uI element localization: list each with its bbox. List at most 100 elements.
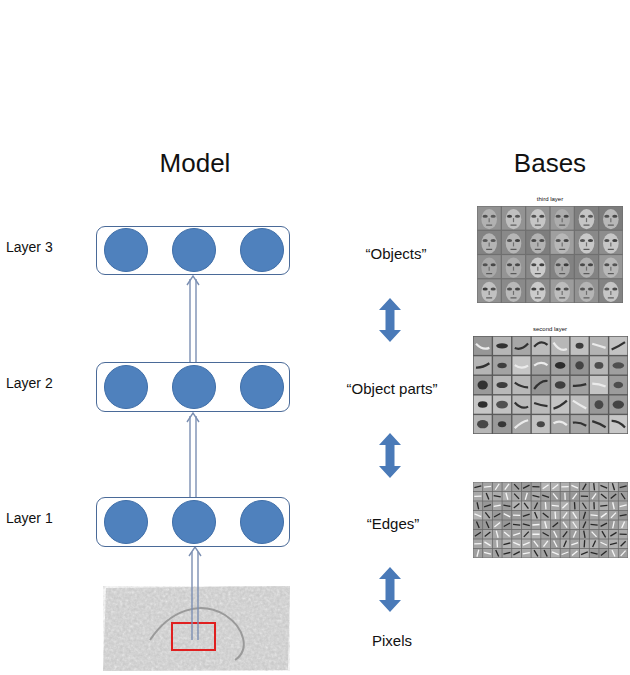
edge-tile [619,549,628,558]
face-tile [502,231,525,254]
face-tile [526,231,549,254]
part-tile [493,415,511,433]
part-tile [474,356,492,374]
level-label: “Object parts” [322,379,462,398]
edge-tile [609,539,618,548]
part-tile [590,337,608,355]
edge-tile [502,511,511,520]
edge-tile [512,539,521,548]
edge-tile [512,520,521,529]
face-tile [526,255,549,278]
part-tile [551,337,569,355]
part-tile [609,415,627,433]
edge-tile [580,549,589,558]
layer-label: Layer 2 [6,375,53,391]
edge-tile [590,539,599,548]
part-tile [474,415,492,433]
edge-tile [599,501,608,510]
edge-tile [532,492,541,501]
edge-tile [541,520,550,529]
edge-tile [609,511,618,520]
layer-label: Layer 1 [6,510,53,526]
edge-tile [541,501,550,510]
edge-tile [609,549,618,558]
edge-tile [522,482,531,491]
part-tile [551,415,569,433]
part-tile [512,337,530,355]
unit-circle [104,500,148,544]
edge-tile [580,511,589,520]
first-layer-bases [473,482,628,558]
edge-tile [502,539,511,548]
edge-tile [512,501,521,510]
unit-circle [172,500,216,544]
face-tile [502,207,525,230]
edge-tile [493,482,502,491]
edge-tile [590,520,599,529]
part-tile [493,396,511,414]
edge-tile [609,530,618,539]
edge-tile [551,539,560,548]
face-tile [551,231,574,254]
edge-tile [619,530,628,539]
feedforward-arrow [187,276,199,362]
column-heading: Bases [470,148,630,178]
part-tile [532,337,550,355]
double-arrow [379,298,401,342]
edge-tile [561,520,570,529]
input-arrow [189,547,201,640]
level-label: Pixels [322,631,462,650]
edge-tile [599,511,608,520]
part-tile [532,376,550,394]
edge-tile [522,530,531,539]
edge-tile [473,530,482,539]
face-tile [551,255,574,278]
unit-circle [104,365,148,409]
edge-tile [570,549,579,558]
edge-tile [619,520,628,529]
part-tile [571,376,589,394]
part-tile [512,376,530,394]
edge-tile [532,501,541,510]
face-tile [575,279,598,302]
edge-tile [512,482,521,491]
edge-tile [541,539,550,548]
part-tile [532,356,550,374]
face-tile [575,207,598,230]
edge-tile [590,549,599,558]
part-tile [590,415,608,433]
column-heading: Model [115,148,275,178]
face-tile [478,207,501,230]
edge-tile [532,482,541,491]
edge-tile [619,482,628,491]
edge-tile [473,511,482,520]
part-tile [493,356,511,374]
edge-tile [522,501,531,510]
edge-tile [483,539,492,548]
unit-circle [240,228,284,272]
edge-tile [570,530,579,539]
edge-tile [551,511,560,520]
edge-tile [522,511,531,520]
face-tile [599,231,622,254]
edge-tile [483,549,492,558]
edge-tile [619,539,628,548]
edge-tile [473,492,482,501]
double-arrow [379,567,401,612]
edge-tile [551,492,560,501]
edge-tile [580,501,589,510]
part-tile [571,415,589,433]
edge-tile [473,539,482,548]
edge-tile [570,539,579,548]
edge-tile [561,549,570,558]
second-layer-bases [473,336,628,434]
edge-tile [493,511,502,520]
edge-tile [512,492,521,501]
edge-tile [502,520,511,529]
edge-tile [493,501,502,510]
edge-tile [561,482,570,491]
edge-tile [561,501,570,510]
part-tile [532,396,550,414]
face-tile [478,255,501,278]
part-tile [551,376,569,394]
